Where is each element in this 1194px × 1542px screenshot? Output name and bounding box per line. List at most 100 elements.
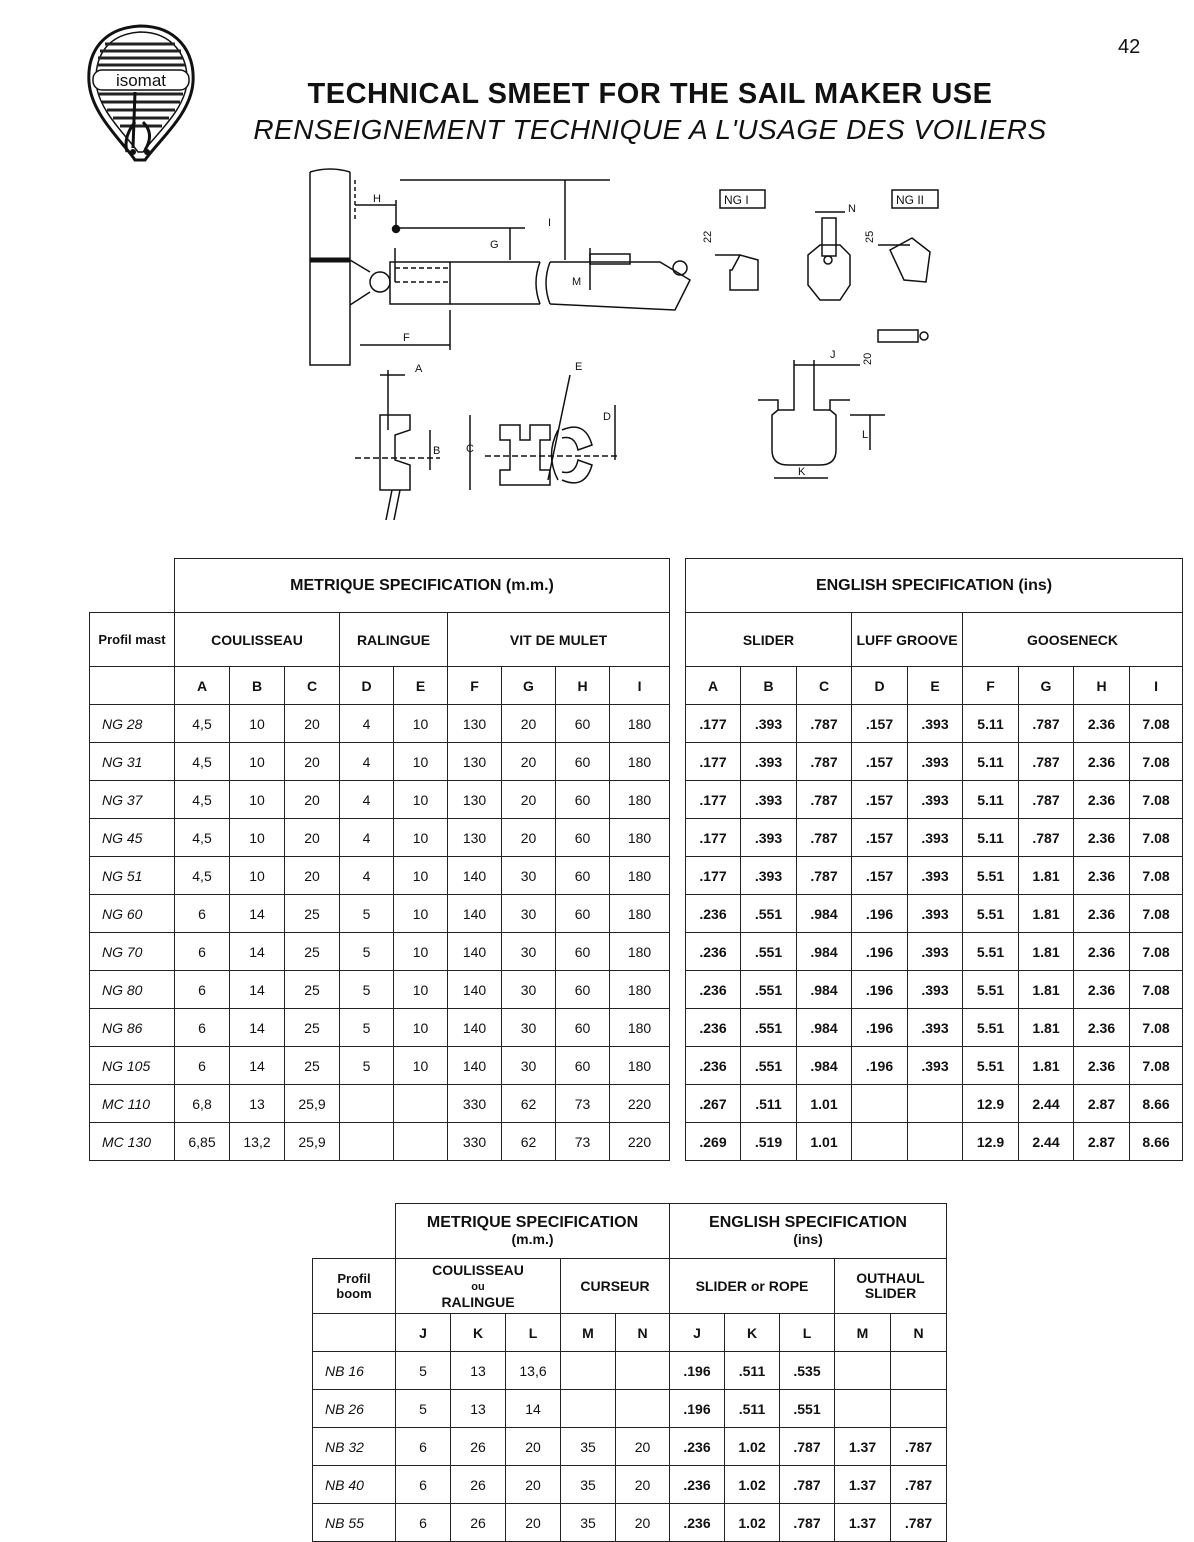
- boom-value-cell: 14: [505, 1389, 561, 1428]
- english-mast-table: ENGLISH SPECIFICATION (ins) SLIDER LUFF …: [684, 558, 1184, 1161]
- metric-value-cell: 4,5: [174, 818, 230, 857]
- english-value-cell: 1.01: [796, 1122, 852, 1161]
- english-value-cell: .393: [740, 780, 797, 819]
- group-ralingue: RALINGUE: [339, 612, 448, 667]
- metric-value-cell: 6: [174, 894, 230, 933]
- english-value-cell: 1.81: [1018, 856, 1074, 895]
- boom-col-header: M: [560, 1313, 616, 1352]
- english-value-cell: 5.51: [962, 856, 1019, 895]
- profil-cell: NG 31: [89, 742, 175, 781]
- metric-value-cell: 60: [555, 1046, 610, 1085]
- coulisseau-line2: ou: [471, 1280, 485, 1293]
- boom-value-cell: 20: [615, 1465, 670, 1504]
- metric-value-cell: 5: [339, 932, 394, 971]
- english-value-cell: .984: [796, 1008, 852, 1047]
- english-value-cell: .787: [796, 742, 852, 781]
- english-value-cell: .157: [851, 704, 908, 743]
- metric-value-cell: 20: [501, 742, 556, 781]
- boom-value-cell: 1.02: [724, 1427, 780, 1466]
- metric-value-cell: 13: [229, 1084, 285, 1123]
- english-value-cell: 7.08: [1128, 704, 1184, 743]
- metric-value-cell: 14: [229, 1046, 285, 1085]
- boom-col-header: N: [889, 1313, 948, 1352]
- label-D: D: [603, 411, 611, 423]
- metric-value-cell: 20: [284, 818, 340, 857]
- english-value-cell: .984: [796, 932, 852, 971]
- english-value-cell: 1.81: [1018, 1046, 1074, 1085]
- english-value-cell: .393: [907, 818, 963, 857]
- english-value-cell: .984: [796, 1046, 852, 1085]
- metric-value-cell: 20: [284, 856, 340, 895]
- metric-value-cell: 14: [229, 894, 285, 933]
- metric-value-cell: 73: [555, 1084, 610, 1123]
- boom-value-cell: 1.37: [834, 1465, 891, 1504]
- english-value-cell: .393: [907, 1008, 963, 1047]
- english-col-header: H: [1073, 666, 1130, 705]
- label-K: K: [798, 466, 806, 478]
- metric-value-cell: 4: [339, 742, 394, 781]
- boom-value-cell: .511: [724, 1351, 780, 1390]
- metric-value-cell: 25: [284, 932, 340, 971]
- metric-value-cell: 13,2: [229, 1122, 285, 1161]
- boom-corner: [313, 1204, 396, 1259]
- english-value-cell: .157: [851, 856, 908, 895]
- english-value-cell: [907, 1084, 963, 1123]
- boom-value-cell: .551: [779, 1389, 835, 1428]
- english-value-cell: .177: [685, 818, 741, 857]
- english-value-cell: .196: [851, 1046, 908, 1085]
- profil-cell: NG 86: [89, 1008, 175, 1047]
- boom-value-cell: 26: [450, 1427, 506, 1466]
- label-J: J: [830, 349, 836, 361]
- metric-value-cell: 4,5: [174, 704, 230, 743]
- profil-mast-header: Profil mast: [89, 612, 175, 667]
- english-value-cell: .551: [740, 932, 797, 971]
- english-value-cell: 1.81: [1018, 932, 1074, 971]
- profil-cell: NB 26: [312, 1389, 396, 1428]
- english-value-cell: .177: [685, 780, 741, 819]
- metric-col-header: A: [174, 666, 230, 705]
- metric-value-cell: 10: [229, 704, 285, 743]
- english-value-cell: .393: [907, 780, 963, 819]
- english-value-cell: .177: [685, 704, 741, 743]
- metric-value-cell: 130: [447, 742, 502, 781]
- metric-value-cell: 30: [501, 970, 556, 1009]
- metric-col-header: H: [555, 666, 610, 705]
- profil-cell: MC 130: [89, 1122, 175, 1161]
- boom-value-cell: .236: [669, 1427, 725, 1466]
- profil-cell: NB 32: [312, 1427, 396, 1466]
- metric-value-cell: [339, 1122, 394, 1161]
- english-value-cell: .177: [685, 742, 741, 781]
- boom-value-cell: [889, 1351, 948, 1390]
- english-value-cell: 1.01: [796, 1084, 852, 1123]
- group-curseur: CURSEUR: [560, 1258, 670, 1314]
- english-value-cell: 1.81: [1018, 970, 1074, 1009]
- metric-value-cell: 20: [284, 742, 340, 781]
- metric-value-cell: 25: [284, 1008, 340, 1047]
- metric-value-cell: 60: [555, 970, 610, 1009]
- english-col-header: B: [740, 666, 797, 705]
- group-gooseneck: GOOSENECK: [961, 612, 1184, 667]
- english-col-header: D: [851, 666, 908, 705]
- english-value-cell: 2.36: [1073, 856, 1130, 895]
- group-slider-rope: SLIDER or ROPE: [669, 1258, 835, 1314]
- metric-value-cell: 220: [608, 1122, 671, 1161]
- metric-col-header: B: [229, 666, 285, 705]
- metric-value-cell: [393, 1084, 448, 1123]
- english-value-cell: .393: [907, 970, 963, 1009]
- metric-title: METRIQUE SPECIFICATION (m.m.): [173, 558, 671, 613]
- boom-english-title-line1: ENGLISH SPECIFICATION: [709, 1214, 907, 1231]
- metric-corner: [90, 559, 175, 613]
- metric-value-cell: 6,85: [174, 1122, 230, 1161]
- english-col-header: E: [907, 666, 963, 705]
- label-N: N: [848, 203, 856, 215]
